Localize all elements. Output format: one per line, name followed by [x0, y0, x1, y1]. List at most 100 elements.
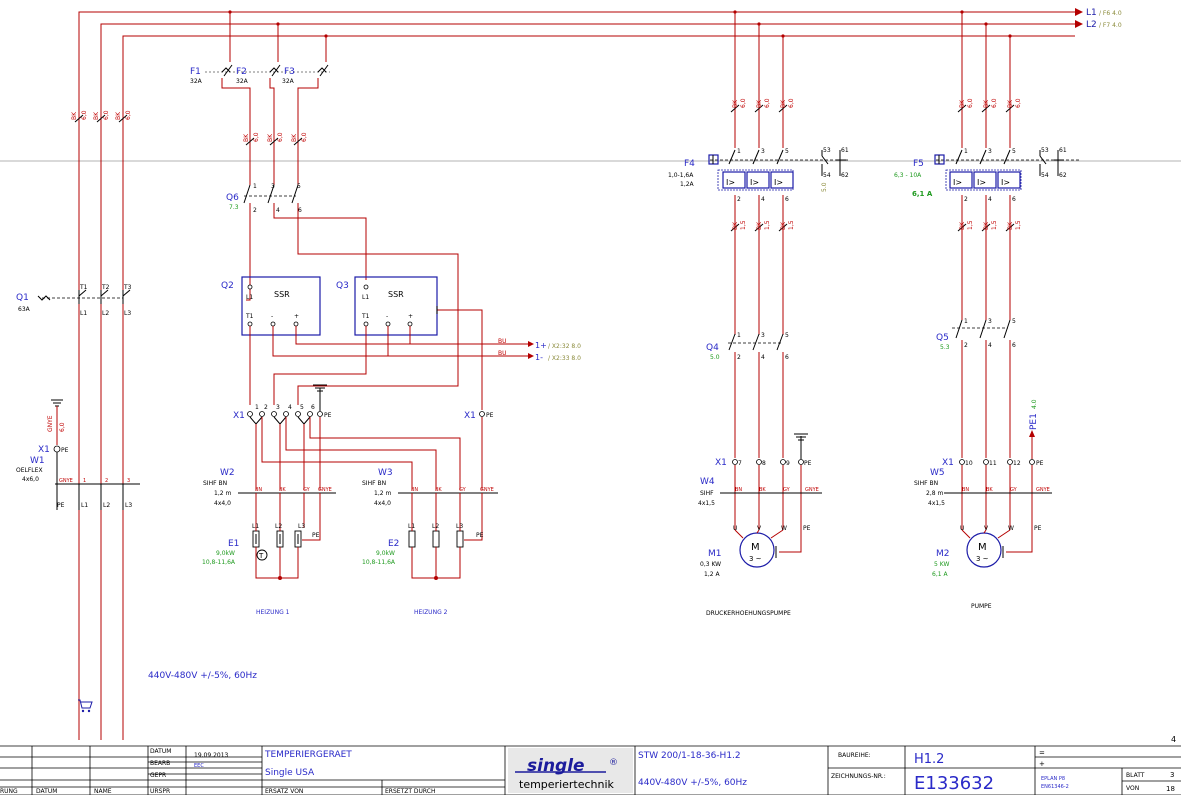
svg-text:SIHF BN: SIHF BN — [203, 480, 227, 487]
f4-label: F4 — [684, 159, 695, 169]
svg-text:2: 2 — [964, 196, 968, 203]
bus-l2-label: L2 — [1086, 20, 1097, 30]
heater-e1: T — [252, 520, 305, 579]
motor-m1-symbol: M — [751, 542, 760, 553]
svg-text:X1: X1 — [942, 458, 954, 468]
svg-text:I>: I> — [977, 178, 986, 187]
svg-text:I>: I> — [750, 178, 759, 187]
svg-text:GNYE: GNYE — [47, 415, 54, 432]
svg-text:6,0: 6,0 — [764, 98, 771, 108]
svg-text:F2: F2 — [236, 67, 247, 77]
svg-text:6: 6 — [311, 404, 315, 411]
svg-text:6,0: 6,0 — [103, 110, 110, 120]
svg-text:RUNG: RUNG — [0, 788, 18, 795]
svg-text:I>: I> — [953, 178, 962, 187]
project-title: TEMPERIERGERAET — [264, 750, 352, 760]
ssr-q3 — [354, 276, 438, 336]
svg-text:10: 10 — [965, 460, 973, 467]
svg-text:PE: PE — [803, 525, 811, 532]
svg-text:4x4,0: 4x4,0 — [374, 500, 391, 507]
svg-text:L1: L1 — [408, 523, 415, 530]
svg-text:OELFLEX: OELFLEX — [16, 467, 43, 474]
heater-2-caption: HEIZUNG 2 — [414, 609, 448, 616]
svg-text:12: 12 — [1013, 460, 1021, 467]
svg-text:5: 5 — [300, 404, 304, 411]
svg-text:4: 4 — [761, 196, 765, 203]
pe1-label: PE1 — [1029, 413, 1039, 430]
svg-text:GNYE: GNYE — [480, 487, 494, 493]
svg-text:5.3: 5.3 — [940, 344, 950, 351]
voltage-note: 440V-480V +/-5%, 60Hz — [148, 671, 257, 681]
svg-text:BK: BK — [267, 133, 274, 142]
svg-text:5.0: 5.0 — [821, 182, 828, 192]
svg-text:T2: T2 — [101, 284, 110, 291]
svg-text:6,0: 6,0 — [125, 110, 132, 120]
svg-text:L3: L3 — [456, 523, 463, 530]
svg-text:6,0: 6,0 — [740, 98, 747, 108]
svg-text:W5: W5 — [930, 468, 945, 478]
svg-text:5: 5 — [1012, 318, 1016, 325]
svg-text:T1: T1 — [245, 313, 254, 320]
svg-text:PE: PE — [804, 460, 812, 467]
svg-text:®: ® — [609, 758, 618, 768]
arrow-l1-icon — [1075, 8, 1083, 16]
svg-text:I>: I> — [1001, 178, 1010, 187]
svg-text:4x1,5: 4x1,5 — [928, 500, 945, 507]
heater-1-caption: HEIZUNG 1 — [256, 609, 290, 616]
svg-text:6,0: 6,0 — [788, 98, 795, 108]
svg-text:1: 1 — [737, 332, 741, 339]
svg-text:32A: 32A — [282, 78, 295, 85]
q6-contactor — [243, 184, 459, 405]
svg-text:W: W — [781, 525, 787, 532]
svg-text:NAME: NAME — [94, 788, 112, 795]
svg-text:L2: L2 — [102, 310, 109, 317]
svg-text:BK: BK — [732, 99, 739, 108]
svg-text:ERSETZT DURCH: ERSETZT DURCH — [385, 788, 436, 795]
svg-text:6,0: 6,0 — [59, 422, 66, 432]
svg-text:PE: PE — [312, 532, 320, 539]
svg-text:V: V — [984, 525, 989, 532]
svg-text:PE: PE — [61, 447, 69, 454]
svg-text:-: - — [386, 313, 388, 320]
svg-text:5: 5 — [297, 183, 301, 190]
svg-text:GY: GY — [1010, 487, 1018, 493]
baureihe-value: H1.2 — [914, 752, 944, 767]
svg-text:+: + — [408, 313, 413, 320]
svg-text:E2: E2 — [388, 539, 399, 549]
svg-text:1,5: 1,5 — [991, 220, 998, 230]
svg-text:4: 4 — [276, 207, 280, 214]
svg-text:BN: BN — [411, 487, 418, 493]
svg-text:E1: E1 — [228, 539, 239, 549]
bus-l1-label: L1 — [1086, 8, 1097, 18]
svg-text:10,8-11,6A: 10,8-11,6A — [202, 559, 236, 566]
svg-text:6,1 A: 6,1 A — [932, 571, 948, 578]
pump1-feed-wiring: I> I> I> — [708, 10, 850, 568]
svg-text:EEC: EEC — [194, 763, 204, 769]
bus-l2-ref: / F7 4.0 — [1099, 22, 1122, 29]
signal-1minus: 1- — [535, 353, 543, 362]
svg-text:1,5: 1,5 — [788, 220, 795, 230]
svg-text:61: 61 — [1059, 147, 1067, 154]
svg-text:BAUREIHE:: BAUREIHE: — [838, 752, 871, 759]
svg-text:53: 53 — [1041, 147, 1049, 154]
svg-text:4: 4 — [988, 196, 992, 203]
logo-tagline: temperiertechnik — [519, 778, 615, 791]
svg-text:GNYE: GNYE — [59, 478, 73, 484]
svg-text:W4: W4 — [700, 477, 715, 487]
svg-text:X1: X1 — [715, 458, 727, 468]
motor-m2-caption: PUMPE — [971, 603, 992, 610]
q6-label: Q6 — [226, 193, 239, 203]
svg-text:2: 2 — [964, 342, 968, 349]
svg-text:GY: GY — [303, 487, 311, 493]
svg-text:GEPR: GEPR — [150, 772, 166, 779]
svg-text:5: 5 — [1012, 148, 1016, 155]
svg-text:/ X2:32 8.0: / X2:32 8.0 — [548, 343, 581, 350]
svg-text:5 KW: 5 KW — [934, 561, 949, 568]
svg-text:32A: 32A — [236, 78, 249, 85]
svg-text:T1: T1 — [79, 284, 88, 291]
svg-text:L1: L1 — [81, 502, 88, 509]
svg-text:X1: X1 — [233, 411, 245, 421]
svg-text:L2: L2 — [432, 523, 439, 530]
svg-text:5: 5 — [785, 332, 789, 339]
